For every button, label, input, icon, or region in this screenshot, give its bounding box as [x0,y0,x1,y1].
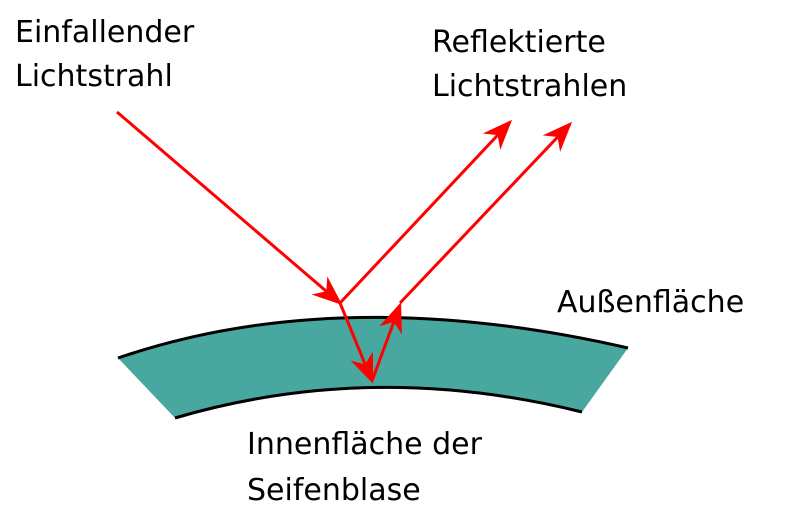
reflected-ray-1 [338,119,513,305]
refracted-ray-up [370,302,402,382]
outer-surface-line [117,315,629,360]
refracted-ray-down [338,302,374,384]
inner-surface-line [174,385,583,420]
incident-label-1: Einfallender [15,15,195,50]
incident-label-2: Lichtstrahl [15,59,173,94]
inner-surface-label-1: Innenfläche der [247,427,483,462]
reflected-ray-2 [398,121,573,305]
incident-ray [116,110,343,305]
inner-surface-label-2: Seifenblase [247,473,421,507]
outer-surface-label: Außenfläche [557,285,744,320]
reflected-label-1: Reflektierte [432,25,606,60]
reflected-label-2: Lichtstrahlen [432,69,627,104]
